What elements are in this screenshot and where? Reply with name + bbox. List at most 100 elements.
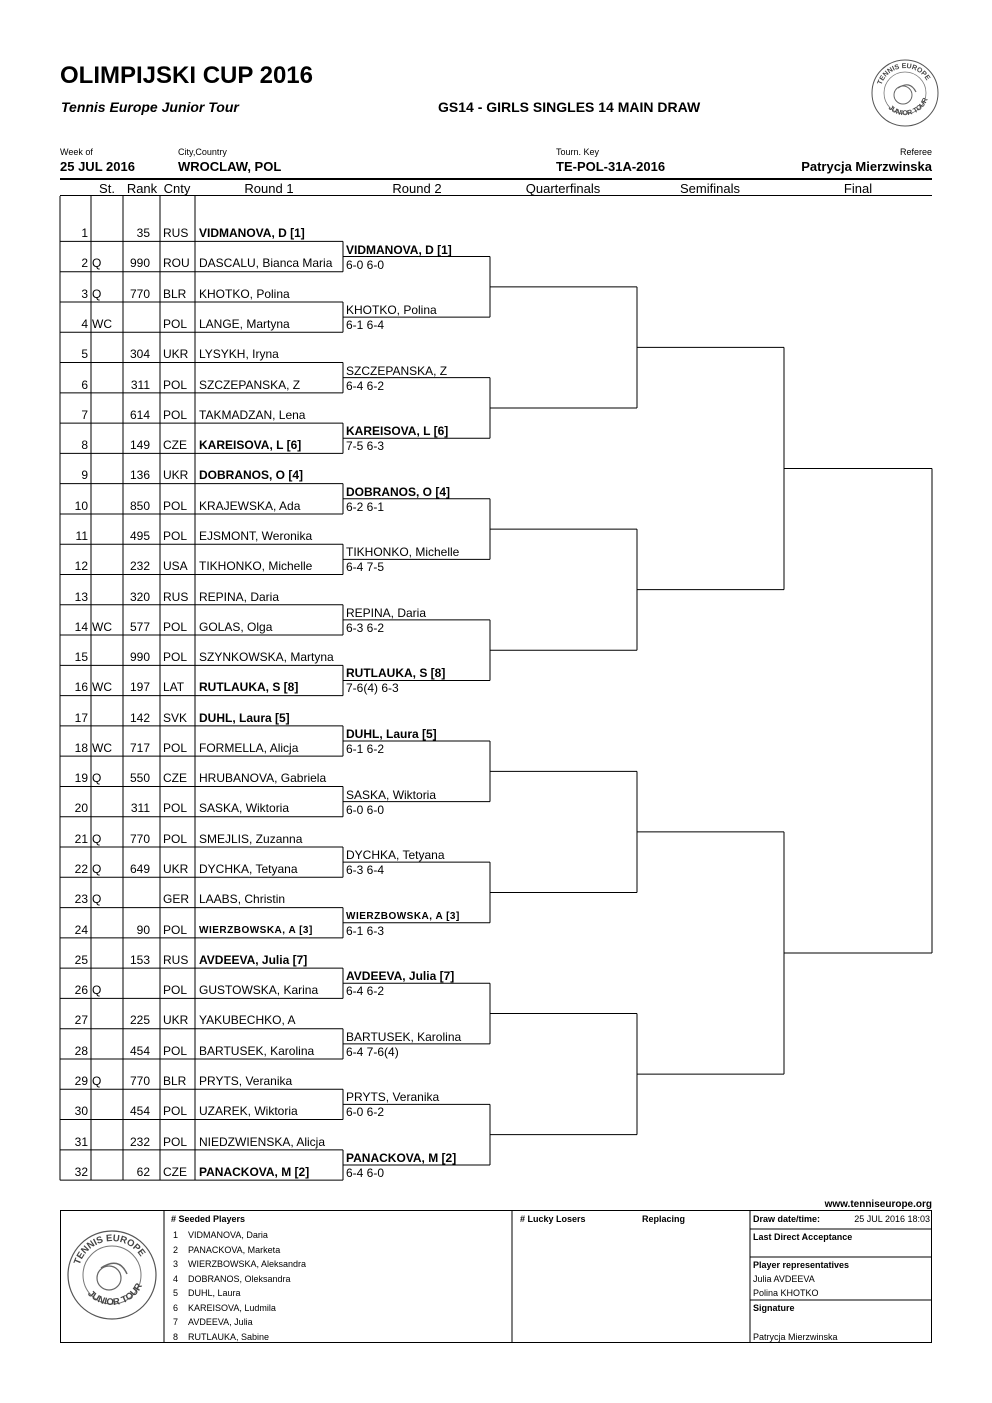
- week-label: Week of: [60, 147, 93, 157]
- col-final: Final: [843, 181, 873, 196]
- player-name: LAABS, Christin: [199, 892, 286, 907]
- seeded-number: 4: [173, 1273, 179, 1284]
- seeded-player-name: DUHL, Laura: [188, 1288, 241, 1298]
- player-number: 26: [74, 983, 88, 998]
- seeded-header: # Seeded Players: [171, 1214, 246, 1224]
- player-number: 28: [74, 1043, 88, 1058]
- tennis-europe-logo-icon: TENNIS EUROPE JUNIOR TOUR: [871, 59, 939, 127]
- player-name: TIKHONKO, Michelle: [199, 559, 313, 574]
- player-number: 3: [81, 286, 88, 301]
- seeded-player-name: PANACKOVA, Marketa: [188, 1244, 281, 1255]
- player-rank: 136: [129, 468, 150, 483]
- player-status: Q: [92, 771, 102, 786]
- round2-winner-name: PRYTS, Veranika: [346, 1090, 440, 1105]
- player-country: POL: [163, 831, 188, 846]
- player-rank: 577: [129, 619, 150, 634]
- signature-value: Patrycja Mierzwinska: [753, 1332, 838, 1342]
- player-number: 16: [74, 680, 88, 695]
- player-number: 13: [74, 589, 88, 604]
- round2-score: 6-4 7-6(4): [346, 1044, 399, 1059]
- player-name: PRYTS, Veranika: [199, 1073, 293, 1088]
- player-name: SZYNKOWSKA, Martyna: [199, 650, 334, 665]
- replacing-header: Replacing: [642, 1214, 686, 1224]
- header-rule: [60, 178, 932, 180]
- player-country: CZE: [163, 438, 187, 453]
- player-number: 2: [81, 256, 88, 271]
- player-rank: 495: [129, 528, 150, 543]
- player-number: 27: [74, 1013, 88, 1028]
- round2-score: 6-2 6-1: [346, 499, 385, 514]
- round2-winner-name: VIDMANOVA, D [1]: [346, 242, 452, 257]
- player-number: 32: [74, 1164, 88, 1179]
- round2-winner-name: SASKA, Wiktoria: [346, 787, 437, 802]
- player-name: KHOTKO, Polina: [199, 286, 290, 301]
- round2-score: 7-6(4) 6-3: [346, 681, 399, 696]
- player-country: POL: [163, 528, 188, 543]
- player-number: 18: [74, 740, 88, 755]
- player-rank: 320: [129, 589, 150, 604]
- round2-winner-name: SZCZEPANSKA, Z: [346, 363, 448, 378]
- player-number: 22: [74, 862, 88, 877]
- seeded-player-name: WIERZBOWSKA, Aleksandra: [188, 1259, 307, 1269]
- player-country: POL: [163, 1104, 188, 1119]
- player-name: REPINA, Daria: [199, 589, 280, 604]
- round2-score: 7-5 6-3: [346, 439, 385, 454]
- round2-score: 6-3 6-4: [346, 863, 385, 878]
- player-rank: 149: [129, 438, 150, 453]
- lda-label: Last Direct Acceptance: [753, 1232, 853, 1242]
- player-number: 17: [74, 710, 88, 725]
- player-name: NIEDZWIENSKA, Alicja: [199, 1134, 326, 1149]
- player-status: Q: [92, 286, 102, 301]
- player-country: POL: [163, 922, 188, 937]
- city-label: City,Country: [178, 147, 227, 157]
- website[interactable]: www.tenniseurope.org: [824, 1199, 932, 1210]
- player-country: CZE: [163, 771, 187, 786]
- draw-date-value: 25 JUL 2016 18:03: [854, 1214, 930, 1224]
- player-rank: 153: [129, 952, 150, 967]
- player-rank: 142: [129, 710, 150, 725]
- player-number: 21: [74, 831, 88, 846]
- player-name: LYSYKH, Iryna: [199, 347, 279, 362]
- round2-winner-name: KHOTKO, Polina: [346, 303, 437, 318]
- referee-value: Patrycja Mierzwinska: [801, 159, 932, 174]
- player-name: AVDEEVA, Julia [7]: [199, 952, 308, 967]
- col-round1: Round 1: [244, 181, 294, 196]
- player-country: BLR: [163, 1073, 187, 1088]
- referee-label: Referee: [899, 147, 932, 157]
- player-rank: 62: [136, 1164, 150, 1179]
- player-rank: 850: [129, 498, 150, 513]
- player-country: LAT: [163, 680, 185, 695]
- player-number: 6: [81, 377, 88, 392]
- player-rank: 35: [136, 226, 150, 241]
- player-name: YAKUBECHKO, A: [199, 1013, 296, 1028]
- lucky-losers-header: # Lucky Losers: [520, 1214, 586, 1224]
- player-number: 19: [74, 771, 88, 786]
- round2-winner-name: KAREISOVA, L [6]: [346, 424, 449, 439]
- player-rank: 770: [129, 1073, 150, 1088]
- player-name: KRAJEWSKA, Ada: [199, 498, 301, 513]
- player-name: SASKA, Wiktoria: [199, 801, 290, 816]
- player-name: DYCHKA, Tetyana: [199, 862, 298, 877]
- player-rank: 225: [129, 1013, 150, 1028]
- seeded-player-name: AVDEEVA, Julia: [188, 1317, 253, 1327]
- round2-winner-name: BARTUSEK, Karolina: [346, 1029, 462, 1044]
- player-name: EJSMONT, Weronika: [199, 528, 313, 543]
